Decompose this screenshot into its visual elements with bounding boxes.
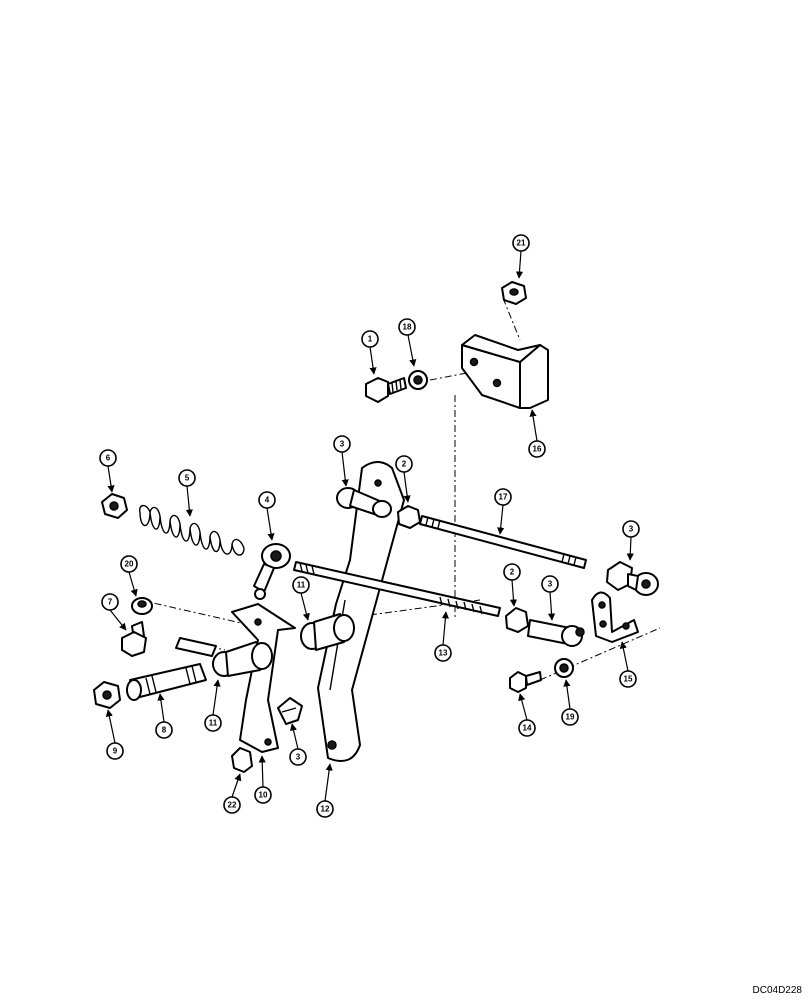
- svg-text:3: 3: [548, 580, 553, 589]
- part-nut-22: [231, 747, 253, 773]
- part-bushing-11a: [300, 613, 355, 651]
- callout-1: 1: [361, 330, 379, 348]
- callout-21: 21: [512, 234, 530, 252]
- callout-13: 13: [434, 644, 452, 662]
- svg-text:22: 22: [228, 801, 237, 810]
- callout-11-lower: 11: [204, 714, 222, 732]
- part-stud-8: [126, 663, 207, 701]
- part-bolt-1: [365, 377, 407, 403]
- callout-14: 14: [518, 719, 536, 737]
- svg-text:17: 17: [499, 493, 508, 502]
- part-bolt-14: [509, 671, 542, 693]
- part-rod-end-4: [253, 543, 291, 600]
- callout-17: 17: [494, 488, 512, 506]
- svg-text:20: 20: [125, 560, 134, 569]
- part-bracket-10: [231, 603, 296, 753]
- svg-text:18: 18: [403, 323, 412, 332]
- part-rod-17: [419, 515, 587, 569]
- callout-3-lower: 3: [289, 748, 307, 766]
- callout-leaders: [105, 250, 634, 802]
- part-washer-19: [554, 658, 574, 678]
- callout-19: 19: [561, 708, 579, 726]
- callout-2-upper: 2: [395, 455, 413, 473]
- part-lever-12: [317, 461, 405, 762]
- callout-2-lower: 2: [503, 563, 521, 581]
- callout-16: 16: [528, 440, 546, 458]
- svg-text:3: 3: [296, 753, 301, 762]
- part-rod-13: [293, 561, 501, 617]
- part-rod-end-3b: [606, 561, 659, 596]
- callout-9: 9: [106, 742, 124, 760]
- svg-text:3: 3: [629, 525, 634, 534]
- svg-text:11: 11: [297, 581, 306, 590]
- part-washer-20: [131, 597, 153, 615]
- callout-15: 15: [619, 670, 637, 688]
- svg-text:19: 19: [566, 713, 575, 722]
- svg-text:2: 2: [510, 568, 515, 577]
- callout-10: 10: [254, 786, 272, 804]
- svg-text:14: 14: [523, 724, 532, 733]
- svg-text:12: 12: [321, 805, 330, 814]
- svg-text:11: 11: [209, 719, 218, 728]
- callout-20: 20: [120, 555, 138, 573]
- part-nut-2b: [505, 607, 529, 633]
- part-washer-18: [408, 370, 428, 390]
- callout-6: 6: [99, 449, 117, 467]
- callout-3-middle: 3: [541, 575, 559, 593]
- part-rod-end-3d: [277, 697, 303, 725]
- callout-22: 22: [223, 796, 241, 814]
- part-rod-end-3c: [527, 619, 585, 647]
- part-rod-end-3a: [336, 487, 392, 518]
- svg-text:8: 8: [162, 726, 167, 735]
- callout-18: 18: [398, 318, 416, 336]
- svg-text:4: 4: [265, 496, 270, 505]
- svg-text:21: 21: [517, 239, 526, 248]
- callout-7: 7: [101, 593, 119, 611]
- part-nut-2a: [397, 505, 421, 529]
- callout-11-upper: 11: [292, 576, 310, 594]
- part-nut-21: [501, 281, 527, 305]
- figure-code: DC04D228: [752, 985, 802, 996]
- part-bushing-11b: [212, 641, 273, 677]
- callout-4: 4: [258, 491, 276, 509]
- svg-text:15: 15: [624, 675, 633, 684]
- svg-text:3: 3: [340, 440, 345, 449]
- svg-text:16: 16: [533, 445, 542, 454]
- svg-text:1: 1: [368, 335, 373, 344]
- callout-8: 8: [155, 721, 173, 739]
- part-spring-5: [138, 504, 245, 556]
- svg-text:7: 7: [108, 598, 113, 607]
- svg-text:13: 13: [439, 649, 448, 658]
- svg-text:6: 6: [106, 454, 111, 463]
- callout-5: 5: [178, 469, 196, 487]
- svg-text:5: 5: [185, 474, 190, 483]
- part-nut-9: [93, 681, 121, 709]
- callout-3-upper: 3: [333, 435, 351, 453]
- part-cable: [175, 637, 217, 657]
- svg-text:10: 10: [259, 791, 268, 800]
- callout-3-right: 3: [622, 520, 640, 538]
- callout-12: 12: [316, 800, 334, 818]
- part-bracket-15: [591, 591, 639, 643]
- part-nut-6: [101, 493, 128, 519]
- part-bracket-16: [461, 334, 549, 409]
- part-bolt-7: [121, 621, 147, 657]
- svg-text:2: 2: [402, 460, 407, 469]
- svg-text:9: 9: [113, 747, 118, 756]
